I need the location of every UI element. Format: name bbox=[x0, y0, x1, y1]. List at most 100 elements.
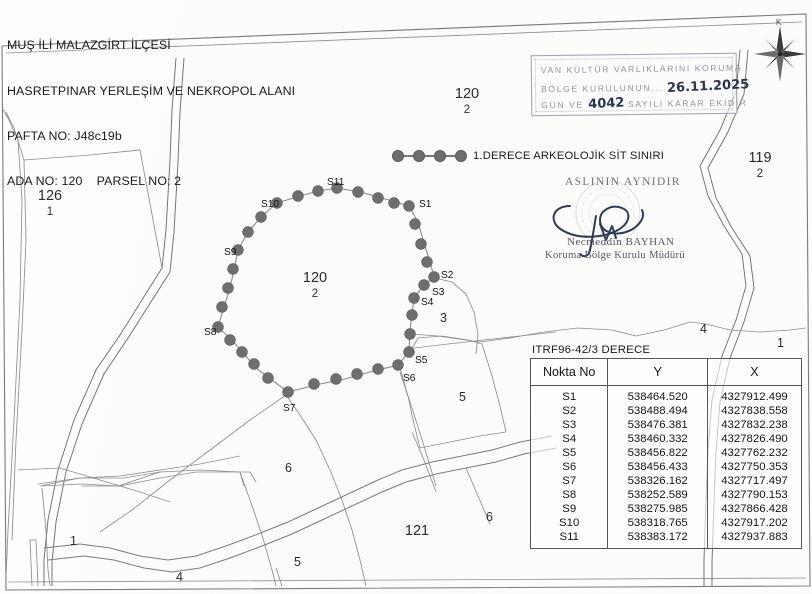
stamp-line-3-suffix: SAYILI KARAR EKİDİR bbox=[627, 97, 748, 110]
col-header-x: X bbox=[706, 358, 803, 386]
parcel-number-parcel-3: 3 bbox=[440, 311, 447, 325]
certifier-role: Koruma Bölge Kurulu Müdürü bbox=[545, 250, 685, 261]
cell-x: 4327790.153 bbox=[706, 488, 803, 502]
col-header-y: Y bbox=[607, 358, 708, 386]
cell-point: S11 bbox=[529, 530, 609, 549]
cell-point: S5 bbox=[529, 446, 609, 460]
ada-number: 119 bbox=[748, 150, 772, 166]
handwritten-signature bbox=[552, 205, 644, 258]
cell-point: S7 bbox=[529, 474, 609, 488]
cell-x: 4327832.238 bbox=[706, 418, 803, 432]
cell-y: 538383.172 bbox=[607, 530, 708, 549]
parsel-number: 2 bbox=[311, 288, 319, 300]
coordinate-system-caption: ITRF96-42/3 DERECE bbox=[532, 344, 651, 356]
compass-rose-icon bbox=[754, 26, 806, 82]
ada-number: 121 bbox=[404, 523, 430, 539]
parcel-number-parcel-4-right: 4 bbox=[700, 322, 707, 336]
cell-x: 4327762.232 bbox=[706, 446, 803, 460]
certifier-name: Necmeddin BAYHAN bbox=[567, 236, 675, 248]
cell-x: 4327912.499 bbox=[706, 385, 803, 404]
site-point-label-s2: S2 bbox=[441, 270, 454, 281]
stamp-dots: .... bbox=[650, 82, 668, 93]
cell-y: 538488.494 bbox=[607, 404, 708, 418]
cell-point: S3 bbox=[529, 418, 609, 432]
stamp-decision-number: 4042 bbox=[587, 95, 625, 113]
parsel-number: 2 bbox=[756, 168, 764, 180]
certification-block: ASLININ AYNIDIR Necmeddin BAYHAN Koruma … bbox=[545, 176, 735, 276]
parcel-number-parcel-5-bottom: 5 bbox=[294, 555, 301, 569]
cell-point: S9 bbox=[529, 502, 609, 516]
cell-x: 4327838.558 bbox=[706, 404, 803, 418]
legend-label: 1.DERECE ARKEOLOJİK SİT SINIRI bbox=[473, 150, 665, 162]
cell-x: 4327917.202 bbox=[706, 516, 803, 530]
parcel-number-parcel-6-left: 6 bbox=[285, 461, 292, 475]
site-point-label-s7: S7 bbox=[283, 403, 296, 414]
cell-x: 4327937.883 bbox=[706, 530, 803, 549]
parcel-number-parcel-1-right: 1 bbox=[777, 336, 784, 350]
title-line-3: PAFTA NO: J48c19b bbox=[7, 129, 122, 143]
cell-y: 538318.765 bbox=[607, 516, 708, 530]
parcel-label-ada-121: 121 bbox=[395, 523, 439, 539]
cell-point: S10 bbox=[529, 516, 609, 530]
site-point-label-s1: S1 bbox=[419, 199, 432, 210]
site-point-label-s3: S3 bbox=[432, 287, 445, 298]
cell-x: 4327717.497 bbox=[706, 474, 803, 488]
cell-y: 538456.433 bbox=[607, 460, 708, 474]
cell-y: 538464.520 bbox=[607, 385, 708, 404]
parcel-number-parcel-5-mid: 5 bbox=[459, 390, 466, 404]
stamp-line-3-prefix: GÜN VE bbox=[541, 99, 584, 111]
site-point-label-s9: S9 bbox=[224, 247, 237, 258]
site-point-label-s4: S4 bbox=[421, 297, 434, 308]
site-point-label-s11: S11 bbox=[327, 177, 345, 188]
approval-stamp: VAN KÜLTÜR VARLIKLARINI KORUMA BÖLGE KUR… bbox=[530, 52, 750, 117]
stamp-line-2-prefix: BÖLGE KURULUNUN bbox=[540, 82, 652, 95]
site-point-label-s5: S5 bbox=[415, 355, 428, 366]
parcel-number-parcel-4-bottom: 4 bbox=[176, 570, 183, 584]
site-point-label-s10: S10 bbox=[261, 199, 280, 210]
site-point-label-s6: S6 bbox=[403, 373, 416, 384]
stamp-line-3: GÜN VE 4042 SAYILI KARAR EKİDİR bbox=[541, 95, 747, 113]
cell-y: 538460.332 bbox=[607, 432, 708, 446]
north-arrow: K bbox=[752, 18, 808, 82]
ada-number: 120 bbox=[302, 270, 328, 286]
parcel-number-parcel-6-right: 6 bbox=[486, 510, 493, 524]
cell-y: 538252.589 bbox=[607, 488, 708, 502]
certification-header: ASLININ AYNIDIR bbox=[565, 176, 681, 188]
parsel-number: 1 bbox=[46, 206, 54, 218]
ada-number: 126 bbox=[37, 188, 63, 204]
legend: 1.DERECE ARKEOLOJİK SİT SINIRI bbox=[392, 150, 664, 162]
cell-point: S4 bbox=[529, 432, 609, 446]
title-block: MUŞ İLİ MALAZGİRT İLÇESİ HASRETPINAR YER… bbox=[7, 8, 295, 220]
cell-point: S2 bbox=[529, 404, 609, 418]
cell-point: S6 bbox=[529, 460, 609, 474]
ada-number: 120 bbox=[454, 86, 480, 102]
cell-y: 538456.822 bbox=[607, 446, 708, 460]
parcel-number-parcel-1-bottom: 1 bbox=[70, 534, 77, 548]
site-point-label-s8: S8 bbox=[204, 327, 217, 338]
cell-y: 538275.985 bbox=[607, 502, 708, 516]
cell-point: S1 bbox=[529, 385, 609, 404]
col-header-point: Nokta No bbox=[529, 358, 609, 386]
cell-point: S8 bbox=[529, 488, 609, 502]
table-header-row: Nokta No Y X bbox=[529, 358, 803, 386]
legend-dot-symbol bbox=[392, 150, 467, 162]
title-line-4: ADA NO: 120 PARSEL NO: 2 bbox=[7, 174, 182, 189]
